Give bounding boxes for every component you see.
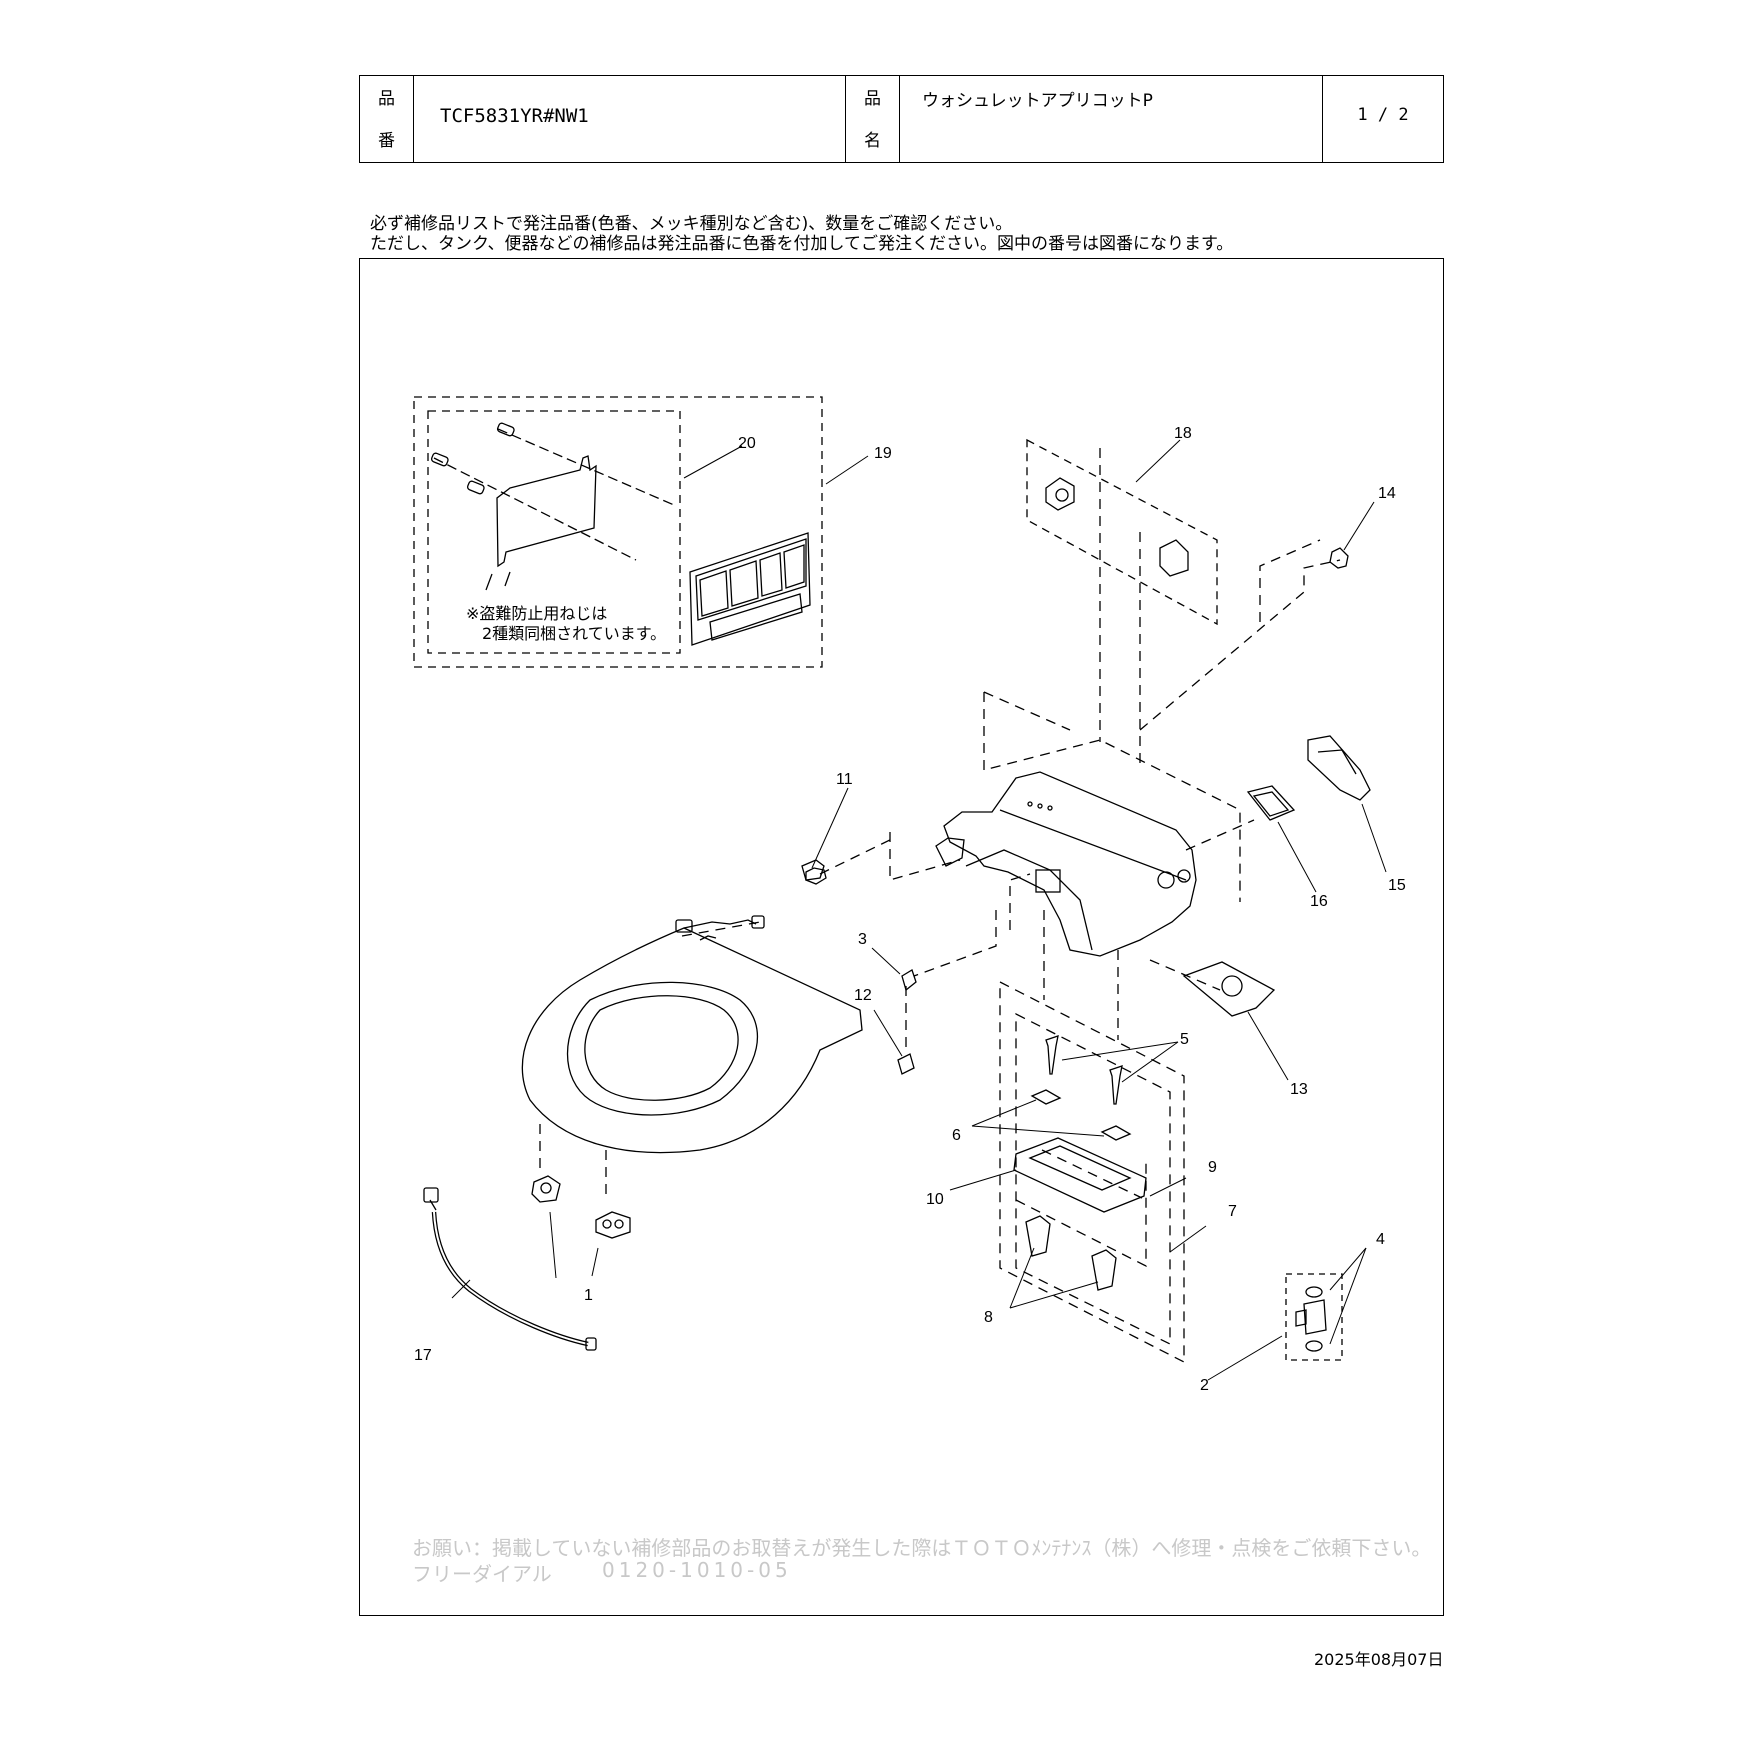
callout-3: 3 — [858, 931, 867, 948]
callout-1: 1 — [584, 1287, 593, 1304]
connector-part — [801, 859, 825, 881]
page-cell: 1 / 2 — [1323, 76, 1443, 162]
part-number-value: TCF5831YR#NW1 — [440, 105, 589, 127]
diagram-frame — [359, 258, 1444, 1616]
assembly-guide-lines — [539, 448, 1341, 1200]
issue-date: 2025年08月07日 — [1314, 1650, 1444, 1669]
seat-bumpers — [531, 1175, 631, 1239]
clip-part — [1329, 547, 1349, 569]
callout-20: 20 — [738, 435, 756, 452]
toilet-seat — [521, 927, 863, 1154]
deodorizer-cover — [1182, 961, 1276, 1017]
supply-hose — [423, 1187, 597, 1351]
product-name-value: ウォシュレットアプリコットP — [922, 91, 1153, 111]
callout-15: 15 — [1388, 877, 1406, 894]
callout-19: 19 — [874, 445, 892, 462]
washlet-main-body — [935, 771, 1197, 957]
stop-valve — [1295, 1286, 1327, 1352]
callout-11: 11 — [836, 771, 853, 788]
note-line-1: 必ず補修品リストで発注品番(色番、メッキ種別など含む)、数量をご確認ください。 — [370, 214, 1013, 234]
callout-10: 10 — [926, 1191, 944, 1208]
mounting-screws — [1045, 1035, 1123, 1105]
plate-washers — [1030, 1089, 1132, 1141]
callout-2: 2 — [1200, 1377, 1209, 1394]
filter-panel — [1246, 785, 1296, 821]
product-name-cell: ウォシュレットアプリコットP — [900, 76, 1323, 162]
part-number-label-cell: 品 番 — [360, 76, 414, 162]
bracket-plate — [430, 422, 675, 591]
callout-14: 14 — [1378, 485, 1396, 502]
footer-freedial-label: フリーダイアル — [412, 1562, 552, 1586]
callout-9: 9 — [1208, 1159, 1217, 1176]
footer-freedial-number: 0120-1010-05 — [602, 1558, 792, 1582]
callout-8: 8 — [984, 1309, 993, 1326]
inset-note-line-1: ※盗難防止用ねじは — [466, 604, 608, 623]
seat-wiring — [675, 915, 765, 941]
callout-4: 4 — [1376, 1231, 1385, 1248]
callout-numbers: 1 2 3 4 5 6 7 8 9 10 11 12 13 14 15 16 1… — [414, 425, 1406, 1394]
callout-17: 17 — [414, 1347, 432, 1364]
footer-request-note: お願い：掲載していない補修部品のお取替えが発生した際はＴＯＴＯﾒﾝﾃﾅﾝｽ（株）… — [412, 1536, 1432, 1560]
part-number-cell: TCF5831YR#NW1 — [414, 76, 846, 162]
base-plate-box — [999, 980, 1185, 1364]
callout-5: 5 — [1180, 1031, 1189, 1048]
callout-13: 13 — [1290, 1081, 1308, 1098]
inset-box-19 — [413, 396, 823, 668]
page-number: 1 / 2 — [1357, 105, 1409, 125]
inset-box-18 — [1026, 438, 1218, 626]
nozzle-cover-parts — [1045, 477, 1189, 577]
callout-12: 12 — [854, 987, 872, 1004]
inset-note-line-2: 2種類同梱されています。 — [482, 624, 667, 643]
callout-6: 6 — [952, 1127, 961, 1144]
valve-box — [1285, 1273, 1343, 1361]
product-name-label-top: 品 — [864, 89, 881, 109]
inset-box-20 — [427, 410, 681, 654]
remote-control — [689, 532, 811, 646]
header-table: 品 番 TCF5831YR#NW1 品 名 ウォシュレットアプリコットP 1 /… — [359, 75, 1444, 163]
base-plate — [1013, 1137, 1147, 1213]
note-line-2: ただし、タンク、便器などの補修品は発注品番に色番を付加してご発注ください。図中の… — [370, 234, 1234, 254]
hinge-fittings — [805, 867, 917, 1075]
part-number-label-bottom: 番 — [378, 131, 395, 151]
anchor-bolts — [1025, 1215, 1117, 1291]
product-name-label-bottom: 名 — [864, 131, 881, 151]
callout-7: 7 — [1228, 1203, 1237, 1220]
product-name-label-cell: 品 名 — [846, 76, 900, 162]
callout-18: 18 — [1174, 425, 1192, 442]
part-number-label-top: 品 — [378, 89, 395, 109]
side-cover — [1307, 735, 1371, 801]
callout-16: 16 — [1310, 893, 1328, 910]
leader-lines — [451, 439, 1387, 1381]
